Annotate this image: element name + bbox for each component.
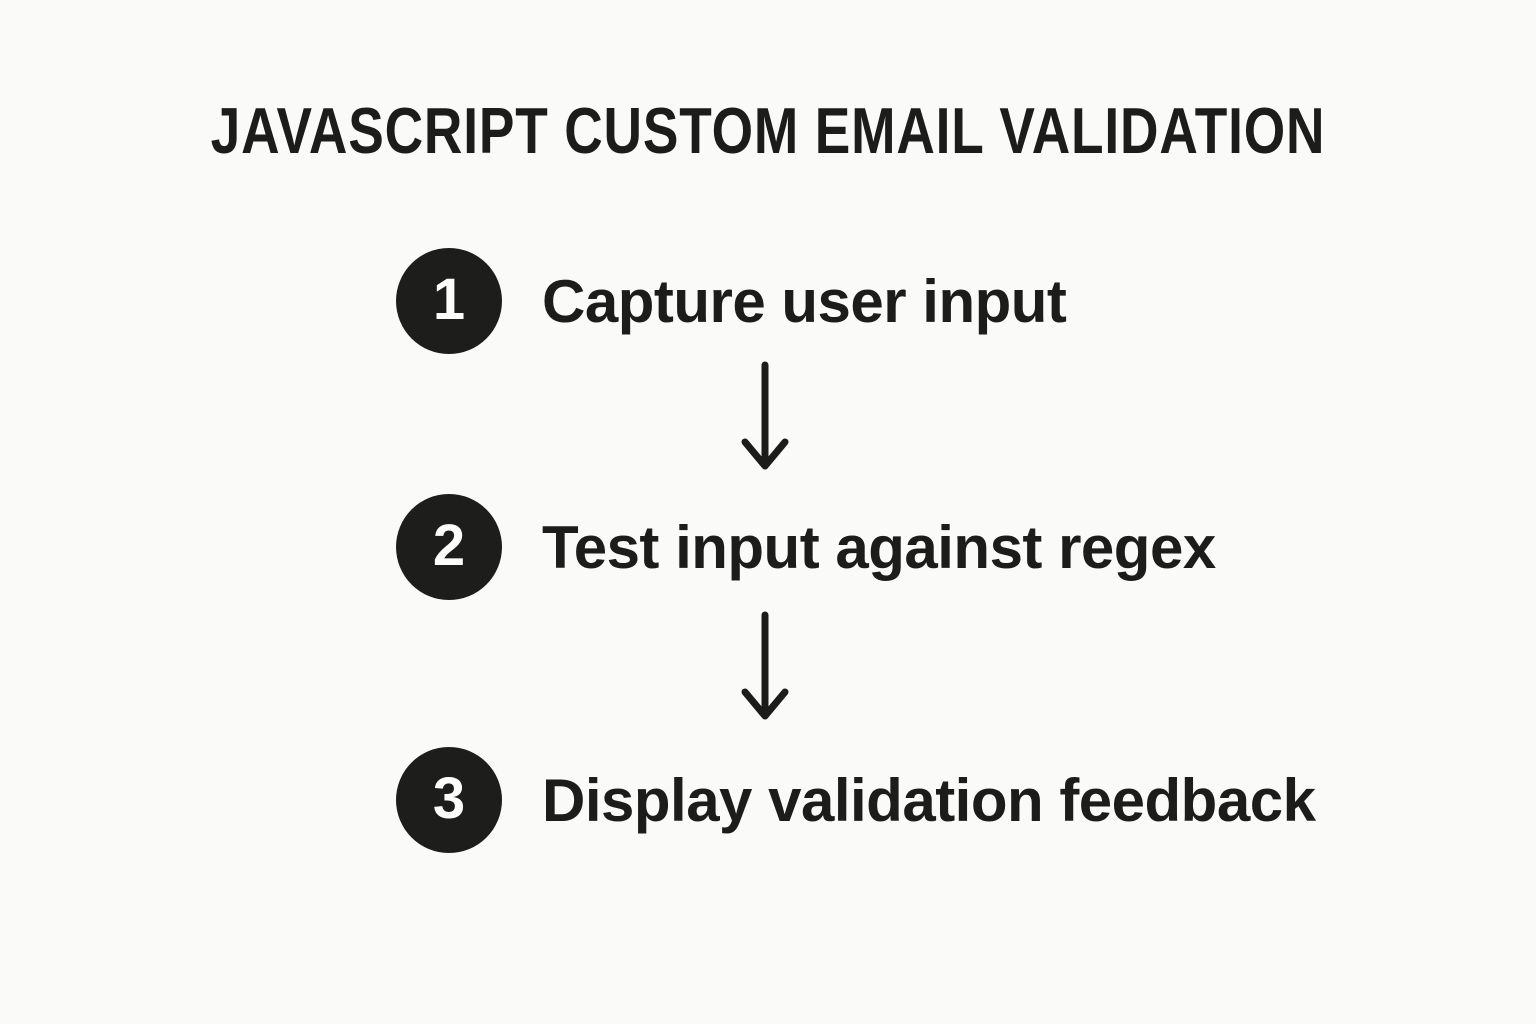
step-label: Test input against regex <box>542 513 1216 581</box>
step-row-test-regex: 2 Test input against regex <box>396 494 1216 600</box>
step-label: Capture user input <box>542 267 1067 335</box>
step-label: Display validation feedback <box>542 766 1316 834</box>
step-number-badge: 1 <box>396 248 502 354</box>
arrow-down-icon <box>741 360 789 474</box>
arrow-down-icon <box>741 610 789 724</box>
diagram-title: JAVASCRIPT CUSTOM EMAIL VALIDATION <box>210 94 1326 167</box>
step-number-badge: 2 <box>396 494 502 600</box>
step-row-capture-input: 1 Capture user input <box>396 248 1067 354</box>
step-row-display-feedback: 3 Display validation feedback <box>396 747 1316 853</box>
step-number-badge: 3 <box>396 747 502 853</box>
